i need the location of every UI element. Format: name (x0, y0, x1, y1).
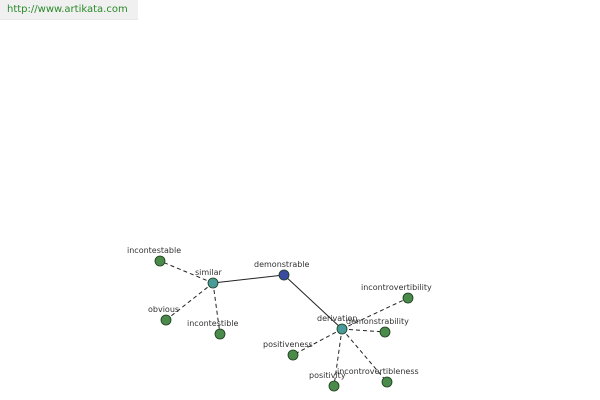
node-positiveness[interactable] (287, 349, 299, 361)
node-label-positivity[interactable]: positivity (309, 371, 346, 380)
node-positivity[interactable] (328, 380, 340, 392)
node-label-incontrovertibleness[interactable]: incontrovertibleness (337, 367, 419, 376)
node-label-demonstrability[interactable]: demonstrability (346, 317, 409, 326)
edge-derivation-demonstrability (341, 328, 386, 333)
node-label-incontrovertibility[interactable]: incontrovertibility (361, 283, 432, 292)
node-obvious[interactable] (160, 314, 172, 326)
node-label-incontestible[interactable]: incontestible (187, 319, 239, 328)
node-incontrovertibleness[interactable] (381, 376, 393, 388)
node-incontestable[interactable] (154, 255, 166, 267)
node-label-similar[interactable]: similar (195, 268, 223, 277)
edge-similar-incontestible (212, 282, 221, 335)
node-label-positiveness[interactable]: positiveness (263, 340, 313, 349)
edge-derivation-incontrovertibility (341, 297, 409, 330)
node-label-obvious[interactable]: obvious (148, 305, 179, 314)
node-label-demonstrable[interactable]: demonstrable (254, 260, 310, 269)
edge-derivation-positivity (333, 328, 343, 387)
node-label-derivation[interactable]: derivation (317, 314, 357, 323)
node-similar[interactable] (207, 277, 219, 289)
edge-similar-obvious (165, 282, 214, 321)
node-demonstrability[interactable] (379, 326, 391, 338)
node-incontrovertibility[interactable] (402, 292, 414, 304)
edge-similar-demonstrable (212, 274, 285, 284)
site-url[interactable]: http://www.artikata.com (0, 0, 138, 20)
labels-layer: demonstrable similar derivation incontestab… (127, 246, 432, 380)
edge-derivation-positiveness (292, 328, 343, 356)
nodes-layer (154, 255, 414, 392)
node-incontestible[interactable] (214, 328, 226, 340)
edges-layer (159, 260, 409, 387)
edge-derivation-incontrovertibleness (341, 328, 388, 383)
node-demonstrable[interactable] (278, 269, 290, 281)
node-derivation[interactable] (336, 323, 348, 335)
node-label-incontestable[interactable]: incontestable (127, 246, 181, 255)
edge-similar-incontestable (159, 260, 214, 284)
edge-demonstrable-derivation (283, 274, 343, 330)
